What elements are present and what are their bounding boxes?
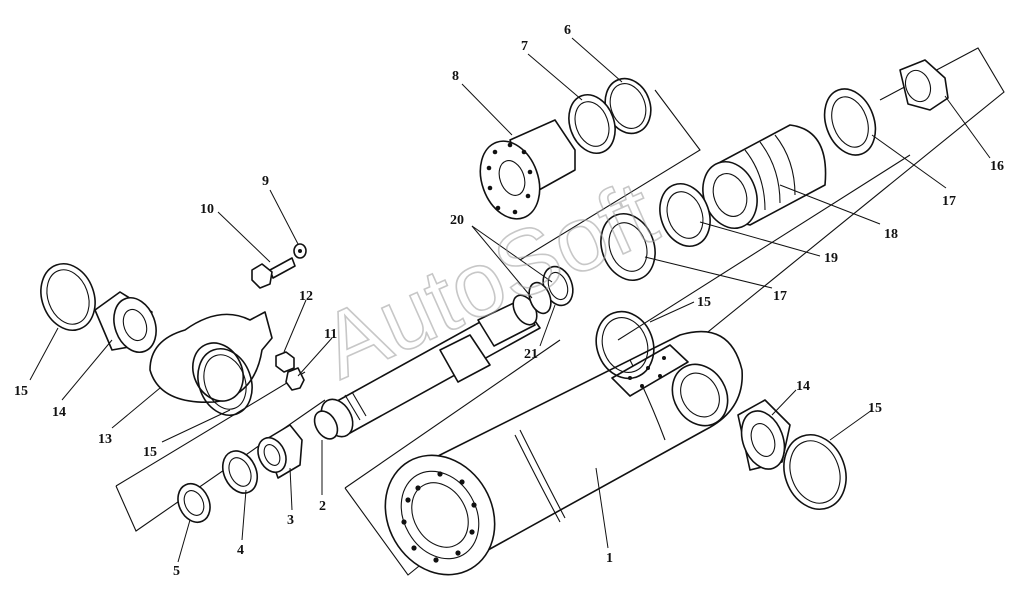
label-8: 8 [452, 69, 459, 84]
rod-end-eye [149, 311, 273, 404]
label-7: 7 [521, 39, 528, 54]
label-15-d: 15 [868, 401, 882, 416]
grease-fitting [285, 367, 305, 391]
label-5: 5 [173, 564, 180, 579]
label-19: 19 [824, 251, 838, 266]
label-21: 21 [524, 347, 538, 362]
washer [293, 243, 307, 259]
retaining-ring-a [40, 263, 96, 331]
label-2: 2 [319, 499, 326, 514]
label-15-b: 15 [143, 445, 157, 460]
label-11: 11 [324, 327, 337, 342]
label-14-right: 14 [796, 379, 810, 394]
label-9: 9 [262, 174, 269, 189]
label-12: 12 [299, 289, 313, 304]
bushing [257, 424, 303, 479]
label-10: 10 [200, 202, 214, 217]
label-14-left: 14 [52, 405, 66, 420]
label-17-left: 17 [773, 289, 787, 304]
label-4: 4 [237, 543, 244, 558]
o-rings [528, 265, 574, 315]
piston-rod [313, 294, 541, 440]
label-16: 16 [990, 159, 1004, 174]
bearing-right [737, 399, 791, 471]
retaining-ring-c [595, 310, 655, 380]
wiper-ring [177, 482, 211, 524]
label-18: 18 [884, 227, 898, 242]
label-6: 6 [564, 23, 571, 38]
label-13: 13 [98, 432, 112, 447]
ring-7 [568, 94, 616, 154]
callout-labels: 1 2 3 4 5 6 7 8 9 10 11 12 13 14 14 15 1… [14, 23, 1004, 579]
label-17-right: 17 [942, 194, 956, 209]
guide-ring [659, 183, 711, 247]
bearing-left [94, 291, 157, 353]
collar-left [600, 213, 656, 281]
piston-nut [899, 59, 949, 111]
retaining-ring-b [197, 348, 253, 416]
nut-12 [275, 351, 295, 373]
piston [702, 124, 827, 229]
collar-right [823, 88, 877, 156]
label-1: 1 [606, 551, 613, 566]
label-15-a: 15 [14, 384, 28, 399]
leader-lines [29, 37, 991, 563]
gland-cover [479, 119, 576, 220]
bolt [251, 257, 296, 289]
seal-ring [221, 450, 259, 494]
label-15-c: 15 [697, 295, 711, 310]
label-3: 3 [287, 513, 294, 528]
retaining-ring-d [783, 434, 847, 510]
label-20: 20 [450, 213, 464, 228]
cylinder-body [384, 330, 743, 576]
